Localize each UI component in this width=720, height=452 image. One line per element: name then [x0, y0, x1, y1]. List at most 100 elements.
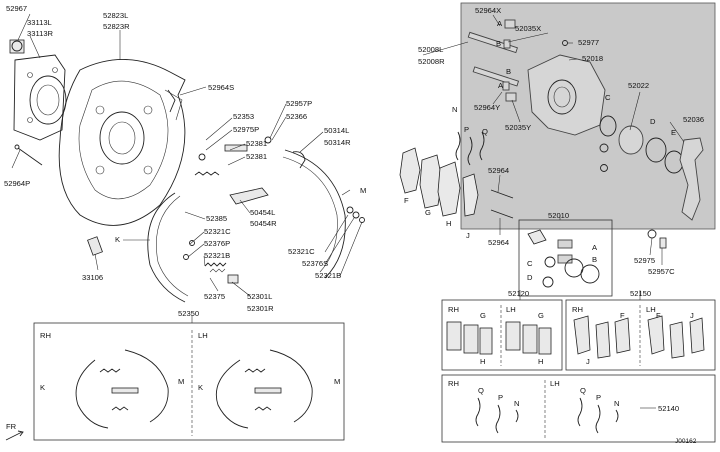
- label-52321b-right: 52321B: [315, 271, 341, 280]
- label-52120: 52120: [508, 289, 529, 298]
- clip-kit-lh-label: LH: [550, 379, 560, 388]
- label-52008r: 52008R: [418, 57, 445, 66]
- label-52350: 52350: [178, 309, 199, 318]
- label-52975: 52975: [634, 256, 655, 265]
- shim-kit-parts: [573, 315, 705, 359]
- callout-m-1: M: [360, 186, 366, 195]
- label-52975p: 52975P: [233, 125, 259, 134]
- shim-kit-lh-label: LH: [646, 305, 656, 314]
- callout-a-3: A: [592, 243, 598, 252]
- seal-kit-box: [518, 219, 613, 297]
- label-52018: 52018: [582, 54, 603, 63]
- callout-c-1: C: [605, 93, 611, 102]
- callout-h-1: H: [446, 219, 451, 228]
- label-52964x: 52964X: [475, 6, 501, 15]
- shoe-kit-box: [33, 322, 345, 441]
- label-52964-b: 52964: [488, 238, 509, 247]
- callout-j-3: J: [690, 311, 694, 320]
- label-52353: 52353: [233, 112, 254, 121]
- label-50454l: 50454L: [250, 208, 275, 217]
- label-52957p: 52957P: [286, 99, 312, 108]
- label-33113l: 33113L: [27, 18, 52, 27]
- callout-k-2: K: [40, 383, 45, 392]
- callout-n-1: N: [452, 105, 457, 114]
- leader-lines: [11, 13, 685, 409]
- label-52376p: 52376P: [204, 239, 230, 248]
- label-52140: 52140: [658, 404, 679, 413]
- shim-kit-box-52150: [565, 299, 716, 371]
- callout-a-2: A: [498, 81, 504, 90]
- label-52964p: 52964P: [4, 179, 30, 188]
- callout-h-2: H: [480, 357, 485, 366]
- letter-callouts: K M K M K M A B A B C D E N P Q F G H J …: [40, 19, 694, 408]
- label-52301r: 52301R: [247, 304, 274, 313]
- label-33113r: 33113R: [27, 29, 54, 38]
- front-label: FR: [6, 422, 17, 431]
- label-52010: 52010: [548, 211, 569, 220]
- shim-kit-rh-label: RH: [572, 305, 583, 314]
- label-33106: 33106: [82, 273, 103, 282]
- callout-f-2: F: [620, 311, 625, 320]
- callout-p-3: P: [596, 393, 601, 402]
- label-52964y: 52964Y: [474, 103, 500, 112]
- callout-q-2: Q: [478, 386, 484, 395]
- label-52035y: 52035Y: [505, 123, 531, 132]
- label-52823l: 52823L: [103, 11, 128, 20]
- front-direction-indicator: FR: [5, 422, 24, 441]
- label-52035x: 52035X: [515, 24, 541, 33]
- label-52385: 52385: [206, 214, 227, 223]
- label-50314l: 50314L: [324, 126, 349, 135]
- callout-p-2: P: [498, 393, 503, 402]
- parking-brake-hardware: [147, 89, 365, 303]
- callout-g-3: G: [538, 311, 544, 320]
- callout-n-3: N: [614, 399, 619, 408]
- callout-d-1: D: [650, 117, 656, 126]
- label-52977: 52977: [578, 38, 599, 47]
- part-labels: 52967 33113L 33113R 52964P 33106 52823L …: [4, 4, 704, 413]
- label-52321c-b: 52321C: [288, 247, 315, 256]
- callout-m-3: M: [334, 377, 340, 386]
- shoe-kit-rh: [75, 349, 169, 429]
- shoe-kit-lh-label: LH: [198, 331, 208, 340]
- caliper-assembly: [467, 19, 704, 249]
- callout-q-3: Q: [580, 386, 586, 395]
- callout-f-3: F: [656, 311, 661, 320]
- pad-kit-box-52120: [441, 299, 563, 371]
- clip-kit-parts: [475, 397, 619, 434]
- pad-kit-lh-label: LH: [506, 305, 516, 314]
- callout-g-1: G: [425, 208, 431, 217]
- label-52964-a: 52964: [488, 166, 509, 175]
- clip-kit-box-52140: [441, 374, 716, 443]
- pads-and-shims: [399, 131, 514, 219]
- label-52957c: 52957C: [648, 267, 675, 276]
- label-52964s: 52964S: [208, 83, 234, 92]
- callout-b-3: B: [592, 255, 597, 264]
- callout-k-3: K: [198, 383, 203, 392]
- label-52036: 52036: [683, 115, 704, 124]
- label-52823r: 52823R: [103, 22, 130, 31]
- seal-kit-parts: [527, 229, 600, 288]
- callout-b-2: B: [506, 67, 511, 76]
- callout-c-2: C: [527, 259, 533, 268]
- clip-kit-rh-label: RH: [448, 379, 459, 388]
- callout-j-1: J: [466, 231, 470, 240]
- callout-q-1: Q: [482, 127, 488, 136]
- label-52301l: 52301L: [247, 292, 272, 301]
- callout-n-2: N: [514, 399, 519, 408]
- label-52321c-a: 52321C: [204, 227, 231, 236]
- callout-b-1: B: [496, 39, 501, 48]
- pad-kit-rh-label: RH: [448, 305, 459, 314]
- label-52022: 52022: [628, 81, 649, 90]
- callout-m-2: M: [178, 377, 184, 386]
- front-arrow-icon: [5, 431, 23, 441]
- callout-k-1: K: [115, 235, 120, 244]
- callout-g-2: G: [480, 311, 486, 320]
- callout-j-2: J: [586, 357, 590, 366]
- shoe-kit-lh: [215, 349, 313, 429]
- backing-plate: [58, 59, 186, 226]
- label-52381-a: 52381: [246, 139, 267, 148]
- label-50454r: 50454R: [250, 219, 277, 228]
- label-52150: 52150: [630, 289, 651, 298]
